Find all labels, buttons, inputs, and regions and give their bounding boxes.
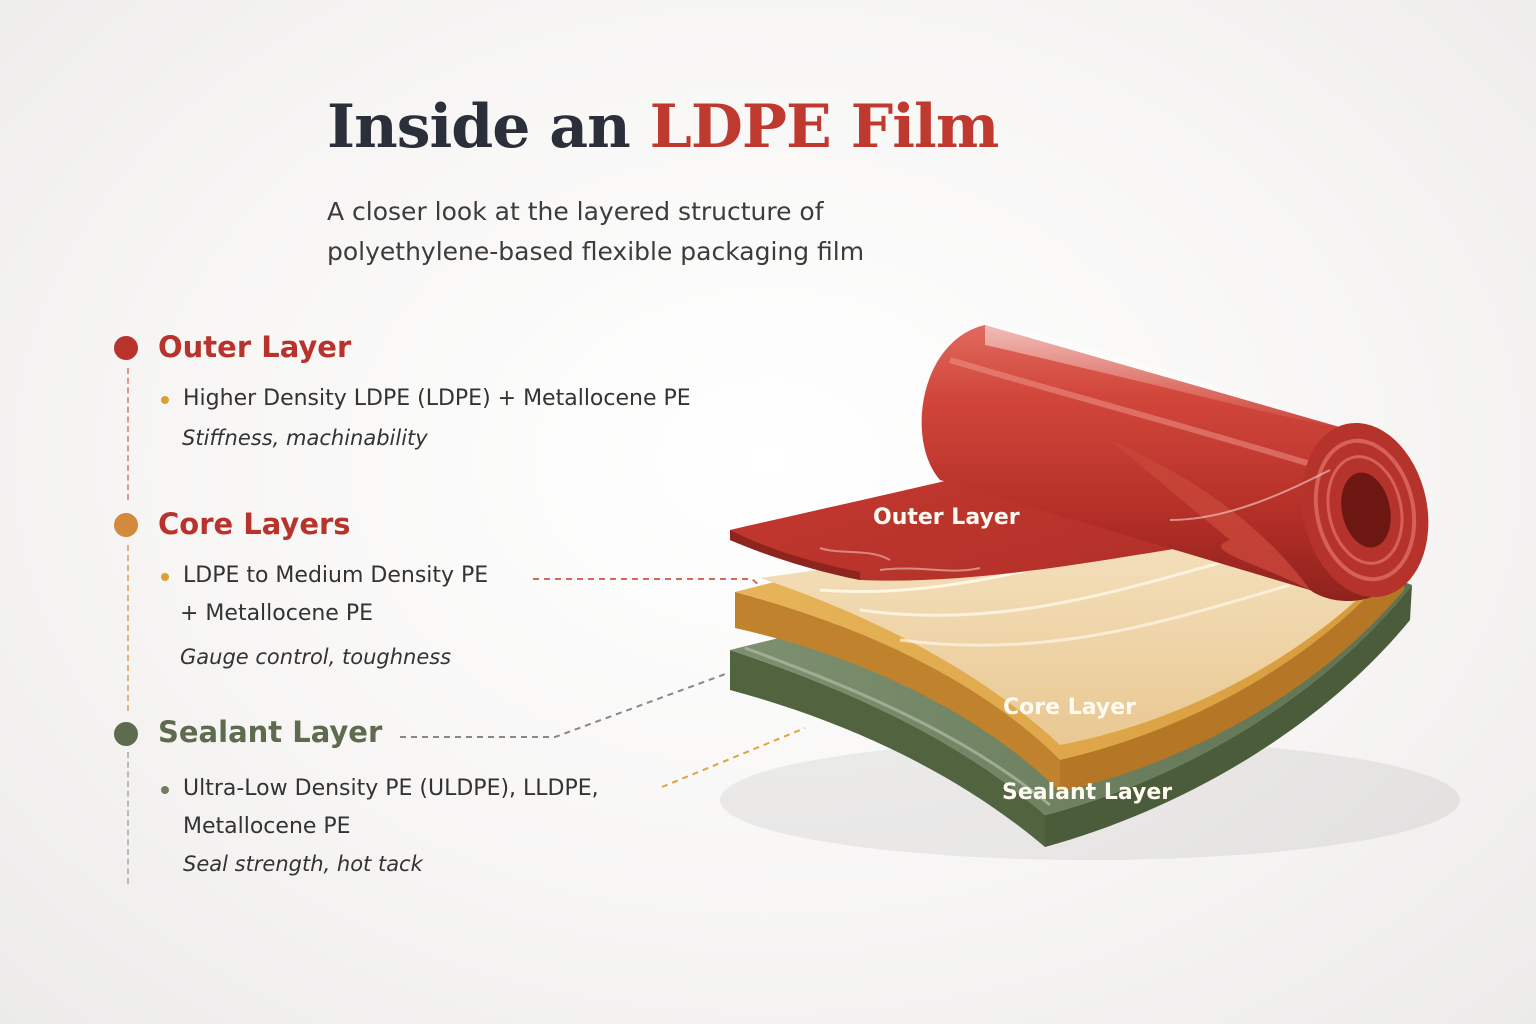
outer-layer-heading: Outer Layer bbox=[158, 330, 352, 364]
core-connector-line bbox=[533, 578, 761, 587]
outer-layer-bullet bbox=[161, 396, 169, 404]
core-layer-property: Gauge control, toughness bbox=[180, 645, 452, 669]
outer-layer-property: Stiffness, machinability bbox=[182, 426, 428, 450]
outer-layer-material: Higher Density LDPE (LDPE) + Metallocene… bbox=[183, 386, 691, 411]
roll-core-hole bbox=[1341, 472, 1391, 548]
core-layer-heading: Core Layers bbox=[158, 507, 351, 541]
core-layer-marker bbox=[114, 513, 138, 537]
sealant-layer-bullet bbox=[161, 786, 169, 794]
legend-connector-outer bbox=[127, 368, 129, 500]
title-main: Inside an bbox=[327, 92, 650, 162]
sealant-layer-marker bbox=[114, 722, 138, 746]
subtitle-line-2: polyethylene-based flexible packaging fi… bbox=[327, 237, 865, 266]
film-label-outer: Outer Layer bbox=[873, 505, 1020, 530]
film-label-core: Core Layer bbox=[1003, 695, 1136, 720]
film-roll bbox=[921, 325, 1429, 602]
legend-connector-sealant bbox=[127, 752, 129, 884]
sealant-layer-material-2: Metallocene PE bbox=[183, 814, 351, 839]
sealant-layer-property: Seal strength, hot tack bbox=[183, 852, 423, 876]
sealant-layer-heading: Sealant Layer bbox=[158, 715, 383, 749]
subtitle-line-1: A closer look at the layered structure o… bbox=[327, 197, 824, 226]
outer-layer-marker bbox=[114, 336, 138, 360]
core-layer-bullet bbox=[161, 573, 169, 581]
sealant-connector-line bbox=[400, 672, 729, 738]
page-title: Inside an LDPE Film bbox=[327, 92, 1000, 162]
sealant-layer-material-1: Ultra-Low Density PE (ULDPE), LLDPE, bbox=[183, 776, 599, 801]
legend-connector-core bbox=[127, 545, 129, 711]
film-label-sealant: Sealant Layer bbox=[1002, 780, 1172, 805]
title-accent: LDPE Film bbox=[649, 92, 1000, 162]
core-layer-material-1: LDPE to Medium Density PE bbox=[183, 563, 489, 588]
core-layer-material-2: + Metallocene PE bbox=[180, 601, 374, 626]
sealant-material-connector-line bbox=[661, 727, 806, 788]
page-subtitle: A closer look at the layered structure o… bbox=[327, 192, 864, 272]
